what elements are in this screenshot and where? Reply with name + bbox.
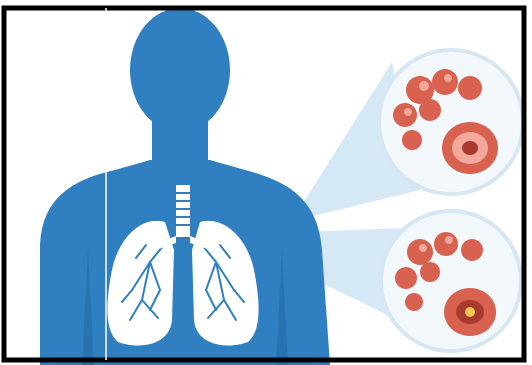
- airway-closeup-icon: [379, 50, 523, 194]
- airway-closeup-icon: [381, 211, 521, 351]
